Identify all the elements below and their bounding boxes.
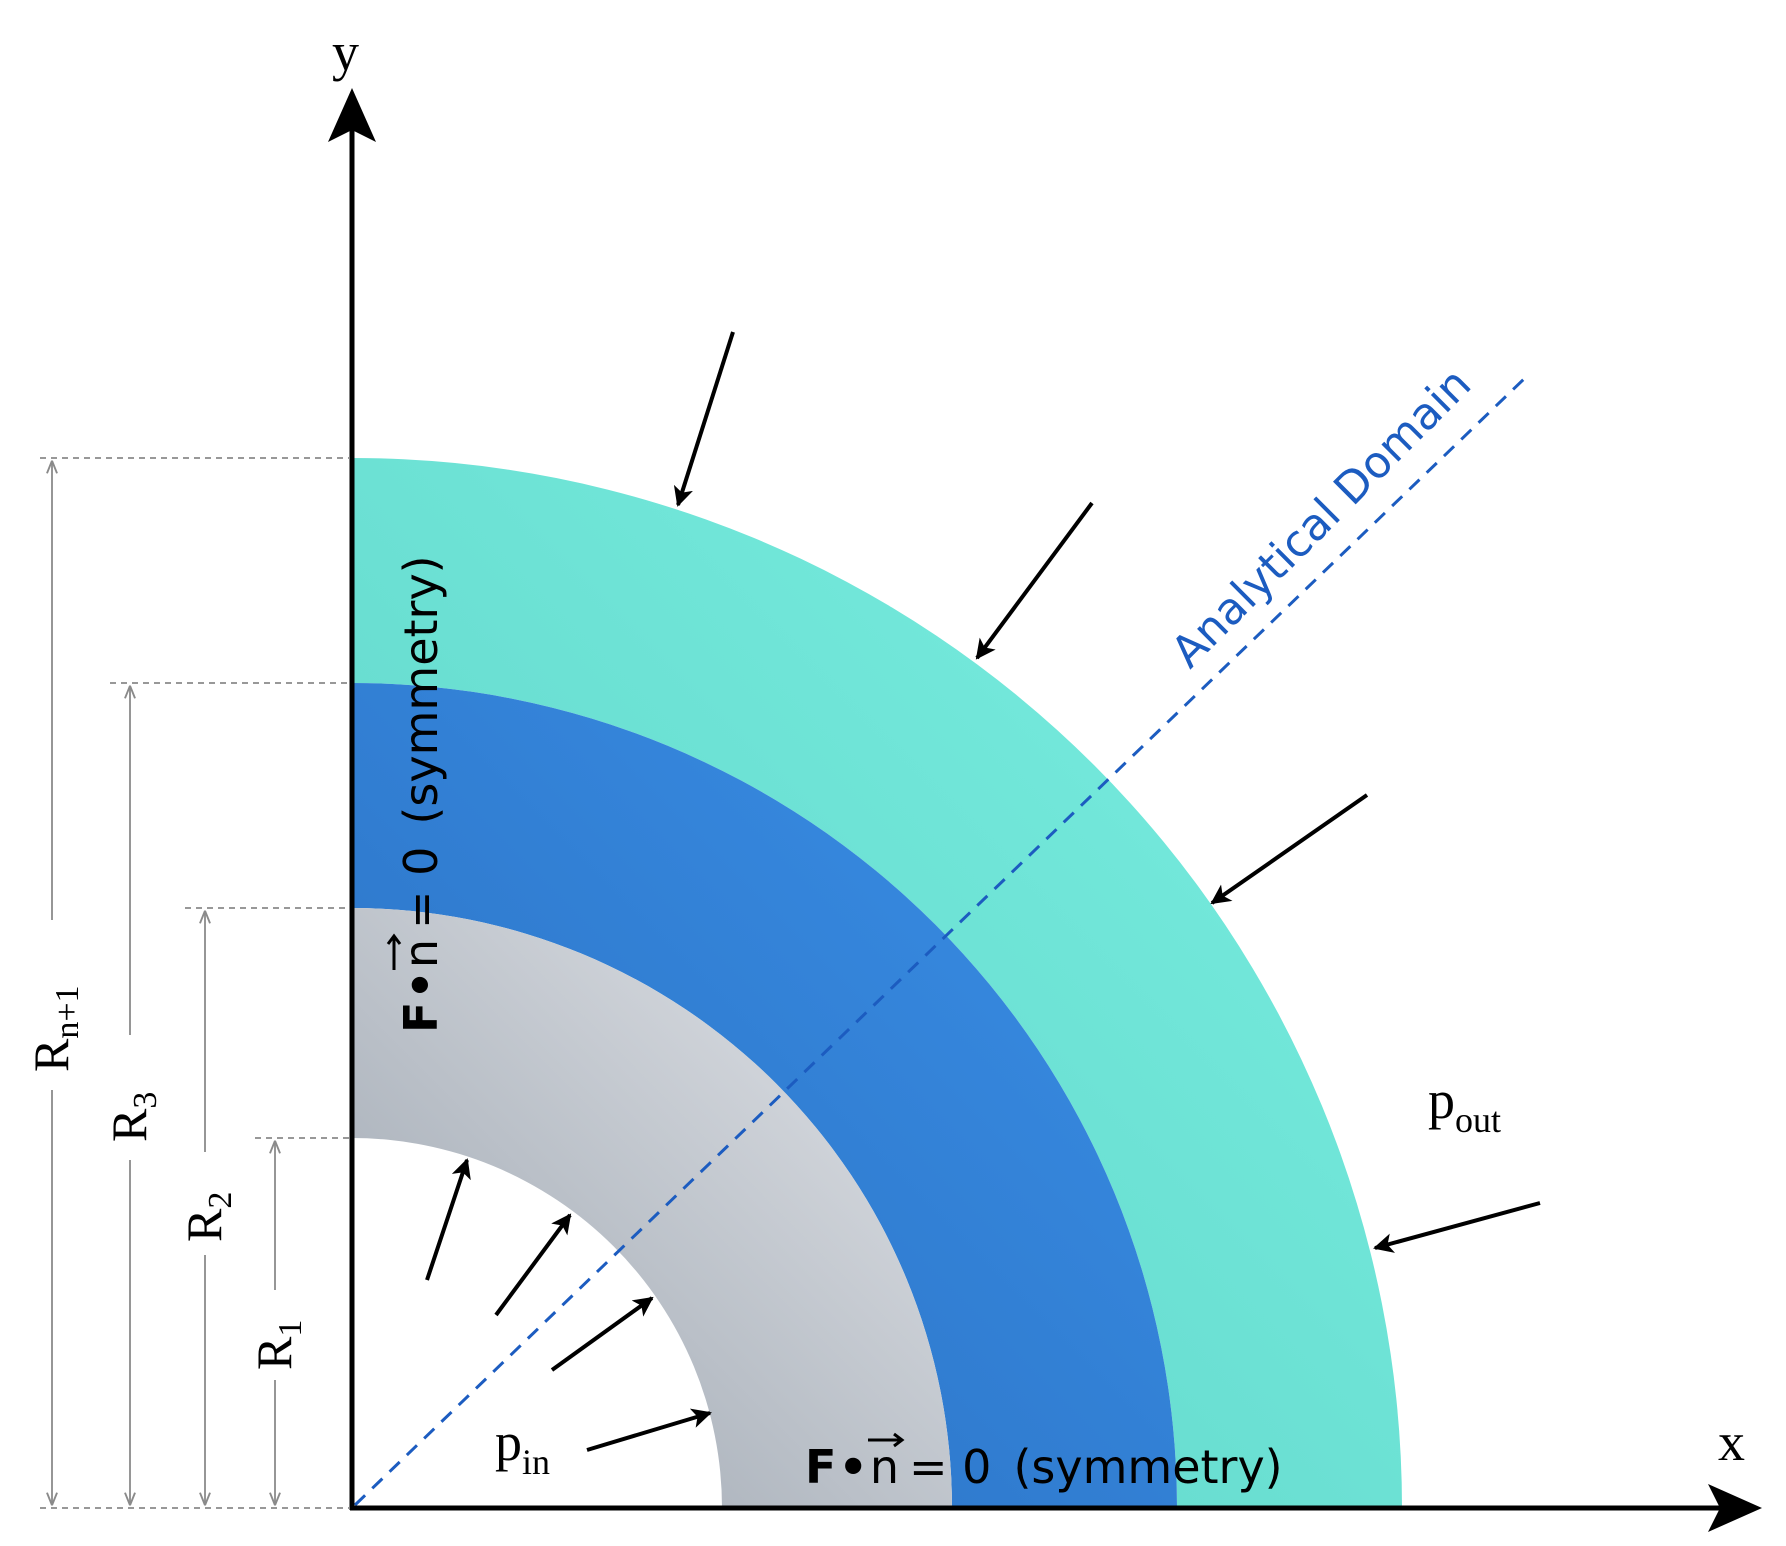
- svg-text:R2: R2: [176, 1192, 239, 1242]
- pressure-out-label: pout: [1428, 1070, 1501, 1140]
- radius-label-r-n-plus-1: R: [23, 1038, 79, 1072]
- dimension-r2: R2: [176, 912, 239, 1504]
- radius-sub-r2: 2: [202, 1192, 239, 1209]
- radius-sub-r1: 1: [272, 1320, 309, 1337]
- bc-equals: = 0: [909, 1440, 991, 1494]
- bc-dot: •: [838, 1440, 867, 1494]
- outer-pressure-arrows: [673, 331, 1541, 1253]
- vector-arrow-icon: [868, 1432, 905, 1448]
- bc-symmetry-note: (symmetry): [1013, 1440, 1282, 1494]
- outer-pressure-arrow-icon: [975, 501, 1094, 660]
- dimension-extension-lines: [40, 457, 350, 1509]
- x-axis-arrow-icon: [1708, 1484, 1762, 1532]
- dimension-r3: R3: [101, 687, 164, 1504]
- dimension-r1: R1: [246, 1142, 309, 1504]
- radius-label-r1: R: [246, 1336, 302, 1370]
- svg-text:F•n= 0(symmetry): F•n= 0 (symmetry): [805, 1440, 1283, 1494]
- inner-pressure-arrow-icon: [494, 1213, 572, 1317]
- bc-symmetry-note-vertical: (symmetry): [394, 555, 448, 824]
- bc-force-symbol-vertical: F: [394, 1002, 448, 1033]
- svg-text:F•n= 0(symmetry): F •n = 0 (symmetry): [394, 555, 448, 1033]
- bc-normal-vector: n: [870, 1440, 899, 1494]
- bottom-boundary-condition: F•n= 0 (symmetry): [805, 1432, 1283, 1494]
- bc-equals-vertical: = 0: [394, 847, 448, 929]
- bc-normal-vector-vertical: n: [394, 939, 448, 968]
- outer-layer: [352, 458, 1402, 1508]
- radius-sub-r3: 3: [127, 1092, 164, 1109]
- svg-text:Rn+1: Rn+1: [23, 985, 86, 1072]
- bc-force-symbol: F: [805, 1440, 836, 1494]
- radius-label-r2: R: [176, 1208, 232, 1242]
- radius-sub-r-n-plus-1: n+1: [49, 985, 86, 1038]
- y-axis-label: y: [332, 22, 359, 82]
- pressure-in-label: pin: [495, 1412, 550, 1482]
- analytical-domain-line: [353, 376, 1527, 1507]
- y-axis-arrow-icon: [328, 88, 376, 142]
- outer-pressure-arrow-icon: [1373, 1201, 1541, 1253]
- dimension-r-n-plus-1: Rn+1: [23, 462, 86, 1504]
- x-axis-label: x: [1718, 1412, 1745, 1472]
- middle-layer: [352, 683, 1177, 1508]
- outer-pressure-arrow-icon: [1210, 793, 1369, 905]
- svg-text:R3: R3: [101, 1092, 164, 1142]
- inner-pressure-arrow-icon: [550, 1296, 654, 1372]
- inner-pressure-arrows: [425, 1158, 712, 1452]
- inner-layer: [352, 908, 952, 1508]
- inner-pressure-arrow-icon: [586, 1408, 712, 1452]
- vector-arrow-icon: [386, 933, 402, 970]
- left-boundary-condition: F •n = 0 (symmetry): [386, 555, 448, 1033]
- inner-pressure-arrow-icon: [425, 1158, 471, 1281]
- svg-text:R1: R1: [246, 1320, 309, 1370]
- bc-dot-vertical: •: [394, 970, 448, 999]
- radius-label-r3: R: [101, 1108, 157, 1142]
- analytical-domain-label: Analytical Domain: [1162, 358, 1481, 677]
- outer-pressure-arrow-icon: [673, 331, 735, 507]
